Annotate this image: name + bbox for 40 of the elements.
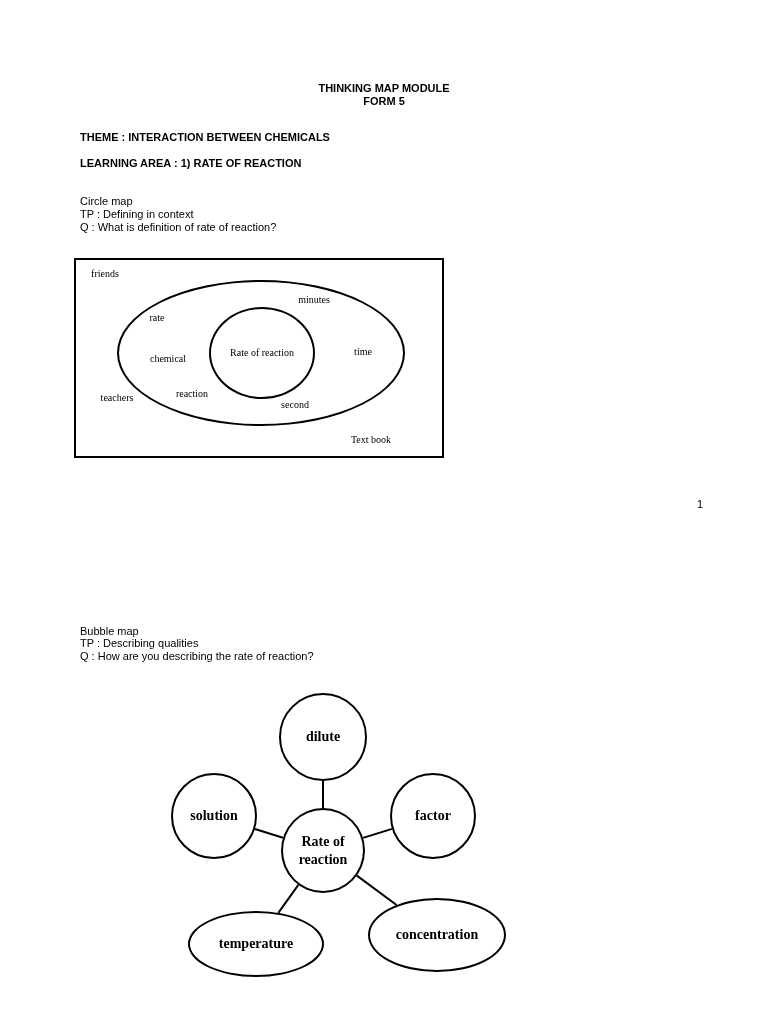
theme-heading: THEME : INTERACTION BETWEEN CHEMICALS <box>80 131 330 144</box>
map-type-label: Circle map <box>80 195 133 208</box>
form-label: FORM 5 <box>363 95 405 108</box>
word-label: teachers <box>100 390 134 404</box>
topic-text: temperature <box>217 935 295 953</box>
word-label: reaction <box>175 386 209 400</box>
bubble-circle <box>279 693 367 781</box>
topic-text: Rate of reaction <box>229 346 295 360</box>
connector-line <box>355 874 398 906</box>
topic-text: factor <box>414 807 452 825</box>
center-topic-circle <box>281 808 365 893</box>
connector-line <box>322 780 324 809</box>
word-label: minutes <box>298 292 330 306</box>
thinking-process-label: TP : Describing qualities <box>80 637 199 650</box>
bubble-circle <box>390 773 476 859</box>
question-text: Q : How are you describing the rate of reaction? <box>80 650 314 663</box>
connector-line <box>362 827 393 839</box>
word-label: second <box>281 397 309 411</box>
inner-topic-circle <box>209 307 315 399</box>
topic-text: dilute <box>304 728 342 746</box>
map-type-label: Bubble map <box>80 625 139 638</box>
topic-text: solution <box>189 807 239 825</box>
word-label: Text book <box>350 432 392 446</box>
bubble-circle <box>171 773 257 859</box>
learning-area-heading: LEARNING AREA : 1) RATE OF REACTION <box>80 157 302 170</box>
bubble-ellipse <box>368 898 506 972</box>
page-title: THINKING MAP MODULE <box>318 82 450 95</box>
word-label: chemical <box>149 351 187 365</box>
topic-text: concentration <box>394 926 480 944</box>
word-label: time <box>354 344 372 358</box>
topic-text: Rate of reaction <box>297 832 349 869</box>
page-number: 1 <box>697 498 704 511</box>
thinking-process-label: TP : Defining in context <box>80 208 194 221</box>
circle-map-frame <box>74 258 444 458</box>
word-label: rate <box>149 310 165 324</box>
connector-line <box>277 883 300 914</box>
connector-line <box>254 828 284 839</box>
bubble-ellipse <box>188 911 324 977</box>
word-label: friends <box>91 266 119 280</box>
question-text: Q : What is definition of rate of reaction? <box>80 221 277 234</box>
